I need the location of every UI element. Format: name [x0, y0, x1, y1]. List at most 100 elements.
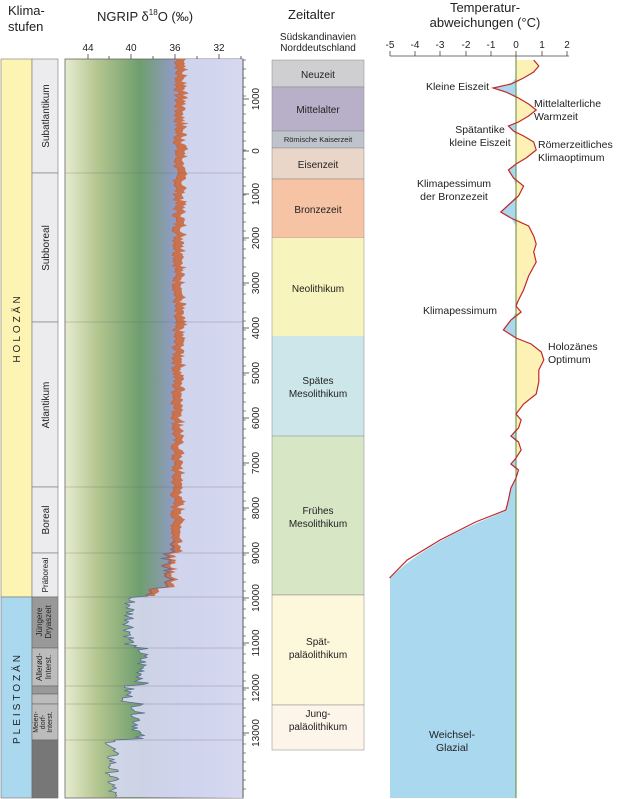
stage-label-dryas-1: Jüngere	[35, 607, 44, 636]
age-label-spaet-2: paläolithikum	[289, 650, 347, 661]
header-zeitalter-sub1: Südskandinavien	[280, 32, 356, 43]
ngrip-stage-lines	[65, 172, 243, 741]
header-ngrip: NGRIP δ18O (‰)	[97, 8, 193, 24]
temp-tick-m3: -3	[436, 40, 445, 51]
ages-column: Neuzeit Mittelalter Römische Kaiserzeit …	[271, 59, 365, 751]
axis-tick-0: 0	[251, 148, 262, 154]
axis-tick-7000: 7000	[251, 451, 262, 474]
axis-tick-4000: 4000	[251, 316, 262, 339]
stage-label-meiendorf-1: Meien-	[33, 711, 40, 733]
ann-mittelalterliche-1: Mittelalterliche	[534, 98, 601, 110]
axis-tick-8000: 8000	[251, 496, 262, 519]
axis-tick-5000: 5000	[251, 361, 262, 384]
temp-tick-m5: -5	[386, 40, 395, 51]
age-label-fruehes-1: Frühes	[302, 506, 333, 517]
stage-box-older-dryas	[31, 685, 59, 695]
ann-holozaenes-1: Holozänes	[548, 341, 598, 353]
stage-box-subboreal	[31, 172, 59, 323]
age-axis: 1000 0 1000 2000 3000 4000 5000 6000 700…	[242, 59, 262, 798]
axis-tick-9000: 9000	[251, 541, 262, 564]
stage-box-dryas	[31, 596, 59, 649]
age-label-jung-1: Jung-	[305, 709, 330, 720]
axis-tick-13000: 13000	[251, 719, 262, 747]
temp-tick-m2: -2	[462, 40, 471, 51]
temp-tick-m1: -1	[487, 40, 496, 51]
axis-tick-6000: 6000	[251, 406, 262, 429]
epoch-label-pleistozaen: PLEISTOZÄN	[11, 652, 23, 744]
ngrip-top-ticks	[87, 54, 242, 59]
age-box-eisenzeit	[271, 147, 365, 180]
ann-weichsel-2: Glazial	[436, 742, 468, 754]
temp-ticks	[389, 51, 568, 56]
ann-spaetantike-1: Spätantike	[455, 124, 505, 136]
stage-label-subboreal: Subboreal	[41, 225, 52, 271]
ngrip-tick-32: 32	[213, 43, 225, 54]
temperature-panel: -5 -4 -3 -2 -1 0 1 2 Kleine Eiszeit Mitt…	[386, 40, 613, 798]
age-box-spaetpalaeolithikum	[271, 594, 365, 706]
temp-tick-0: 0	[513, 40, 519, 51]
stage-label-meiendorf-3: Interst.	[47, 711, 54, 732]
age-box-jungpalaeolithikum	[271, 704, 365, 751]
ngrip-tick-44: 44	[82, 43, 94, 54]
ann-roemerzeit-1: Römerzeitliches	[538, 139, 613, 151]
stage-label-atlantikum: Atlantikum	[41, 382, 52, 429]
axis-tick-2000: 2000	[251, 226, 262, 249]
axis-tick-3000: 3000	[251, 271, 262, 294]
axis-tick-1000: 1000	[251, 182, 262, 205]
ann-roemerzeit-2: Klimaoptimum	[538, 152, 605, 164]
temp-tick-1: 1	[539, 40, 545, 51]
stage-label-alleroed-2: Interst.	[44, 655, 53, 679]
age-label-jung-2: paläolithikum	[289, 722, 347, 733]
stage-box-atlantikum	[31, 321, 59, 488]
stage-column: Subatlantikum Subboreal Atlantikum Borea…	[31, 58, 59, 799]
stage-label-alleroed-1: Allerød-	[35, 653, 44, 681]
axis-tick-1000-ad: 1000	[251, 87, 262, 110]
ann-mittelalterliche-2: Warmzeit	[534, 111, 578, 123]
age-label-eisenzeit: Eisenzeit	[298, 160, 339, 171]
temp-warm-fill	[516, 60, 544, 510]
stage-label-subatlantikum: Subatlantikum	[41, 84, 52, 147]
ngrip-warm-signal	[145, 59, 189, 596]
temp-glacial-fill	[390, 478, 516, 798]
stage-label-meiendorf-2: dorf-	[40, 714, 47, 729]
age-label-neolithikum: Neolithikum	[292, 284, 344, 295]
age-box-neuzeit	[271, 59, 365, 88]
age-box-spaetes-mesolithikum	[272, 336, 364, 436]
age-label-spaetes-1: Spätes	[302, 376, 333, 387]
age-label-bronzezeit: Bronzezeit	[294, 205, 341, 216]
epoch-holozaen	[0, 58, 33, 598]
header-klima-line2: stufen	[8, 19, 43, 34]
ngrip-tick-36: 36	[169, 43, 181, 54]
axis-tick-11000: 11000	[251, 629, 262, 657]
ann-spaetantike-2: kleine Eiszeit	[449, 137, 510, 149]
header-temp-line2: abweichungen (°C)	[430, 15, 541, 30]
age-box-fruehes-mesolithikum	[271, 435, 365, 596]
epoch-column: HOLOZÄN PLEISTOZÄN	[0, 58, 33, 799]
header-zeitalter: Zeitalter	[288, 7, 336, 22]
stage-box-boreal	[31, 486, 59, 554]
ann-kleine-eiszeit: Kleine Eiszeit	[426, 81, 489, 93]
stage-label-boreal: Boreal	[41, 506, 52, 535]
axis-tick-10000: 10000	[251, 584, 262, 612]
stage-label-dryas-2: Dryaszeit	[44, 605, 53, 639]
age-box-bronzezeit	[271, 178, 365, 239]
header-temp-line1: Temperatur-	[450, 0, 520, 15]
age-label-spaetes-2: Mesolithikum	[289, 389, 347, 400]
ann-weichsel-1: Weichsel-	[429, 729, 475, 741]
ann-holozaenes-2: Optimum	[548, 354, 591, 366]
temp-tick-m4: -4	[411, 40, 420, 51]
age-label-fruehes-2: Mesolithikum	[289, 519, 347, 530]
epoch-pleistozaen	[0, 596, 33, 799]
age-label-roemische-kaiserzeit: Römische Kaiserzeit	[284, 135, 353, 144]
ngrip-tick-40: 40	[125, 43, 137, 54]
ngrip-panel: 44 40 36 32	[64, 43, 244, 799]
age-label-mittelalter: Mittelalter	[296, 105, 340, 116]
ann-klimapessimum: Klimapessimum	[423, 305, 497, 317]
header-zeitalter-sub2: Norddeutschland	[280, 43, 356, 54]
header-klima-line1: Klima-	[8, 3, 45, 18]
age-label-neuzeit: Neuzeit	[301, 70, 335, 81]
ngrip-cold-signal	[104, 540, 176, 798]
stage-box-subatlantikum	[31, 58, 59, 174]
ann-klimapessimum-bronze-2: der Bronzezeit	[420, 191, 488, 203]
